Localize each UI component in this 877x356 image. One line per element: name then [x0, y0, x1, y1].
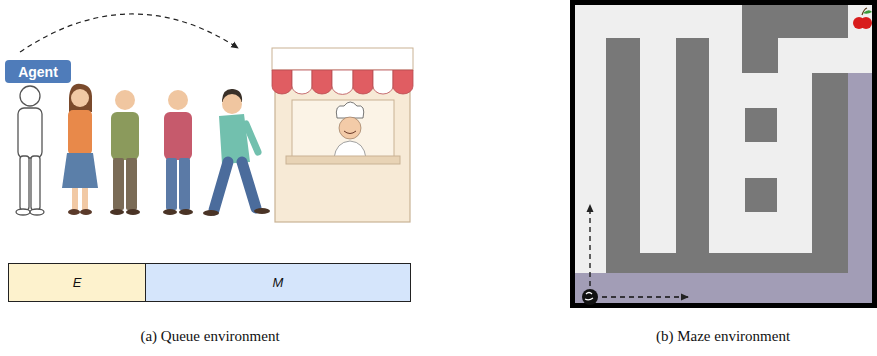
- woman-person: [62, 84, 98, 215]
- move-arc: [20, 14, 238, 52]
- man-person: [110, 90, 140, 215]
- move-arrow: [602, 296, 688, 297]
- food-stall: [272, 48, 413, 222]
- agent-icon: [582, 289, 598, 305]
- maze: [570, 0, 877, 308]
- node-label: M: [273, 275, 284, 290]
- agent-tag: Agent: [5, 60, 71, 83]
- walking-person: [203, 89, 270, 216]
- subfigure-caption: (b) Maze environment: [656, 328, 790, 345]
- apple-icon: [853, 8, 872, 29]
- node-label: E: [73, 275, 82, 290]
- subfigure-caption: (a) Queue environment: [140, 328, 279, 345]
- move-arrow: [589, 205, 590, 286]
- memory-cell: M: [145, 263, 411, 302]
- man-person: [163, 90, 193, 215]
- agent-person: [16, 86, 44, 215]
- node-label: Agent: [18, 64, 58, 80]
- memory-cell: E: [8, 263, 146, 302]
